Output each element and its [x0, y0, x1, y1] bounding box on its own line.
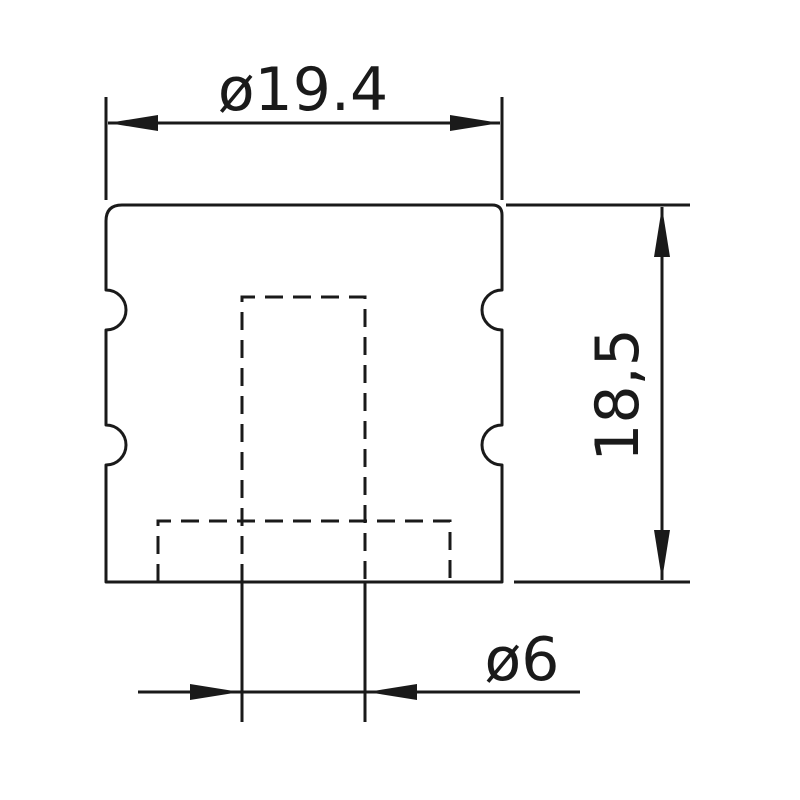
- height-arrow-top: [654, 207, 670, 257]
- hole-dimension-label: ø6: [485, 625, 560, 695]
- hole-arrow-left: [190, 684, 240, 700]
- part-outline: [104, 203, 504, 584]
- hidden-counterbore: [156, 519, 452, 582]
- hidden-bore: [240, 295, 367, 582]
- width-dimension-label: ø19.4: [218, 55, 388, 125]
- width-arrow-left: [108, 115, 158, 131]
- height-arrow-bottom: [654, 530, 670, 580]
- width-arrow-right: [450, 115, 500, 131]
- hole-arrow-right: [367, 684, 417, 700]
- height-dimension-label: 18,5: [583, 328, 653, 462]
